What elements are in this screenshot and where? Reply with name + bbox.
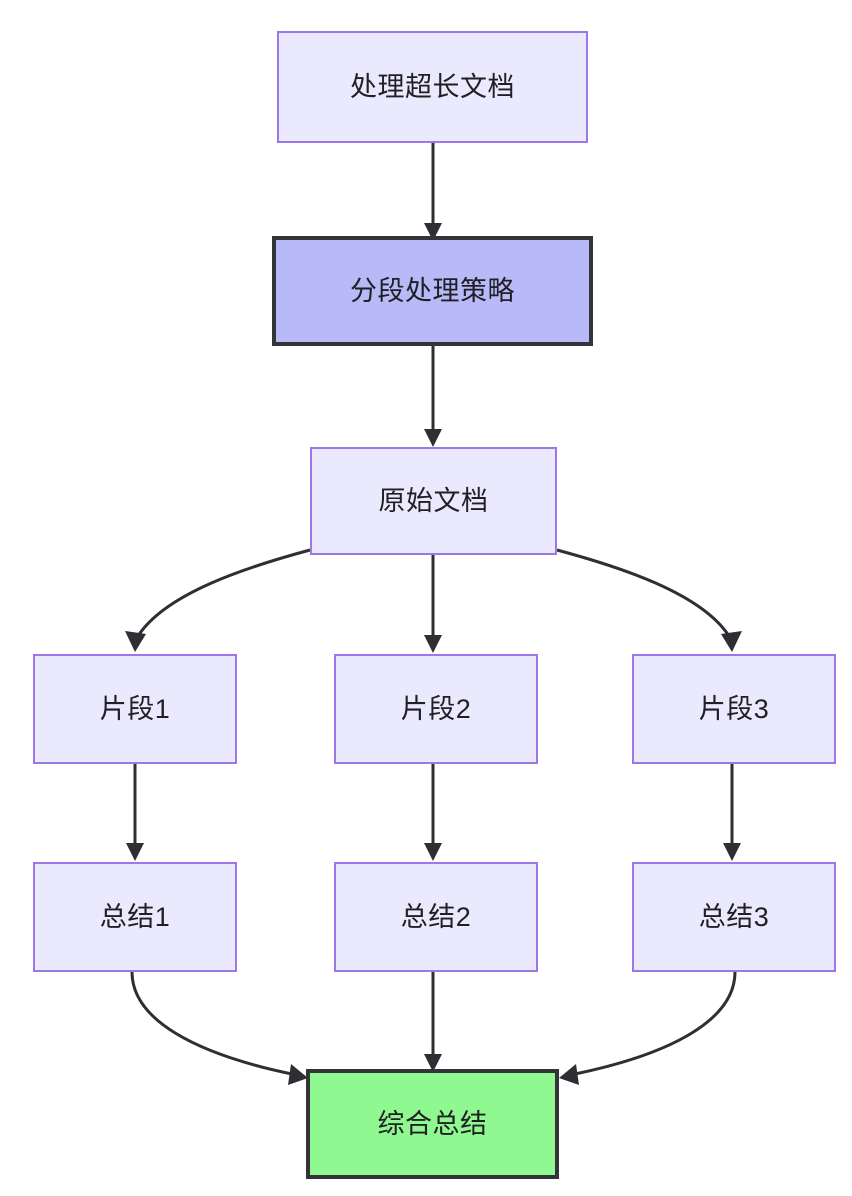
node-original-document[interactable]: 原始文档 [310, 447, 557, 555]
edge-n2-n3 [424, 345, 442, 447]
node-comprehensive-summary[interactable]: 综合总结 [306, 1069, 559, 1179]
edge-n3-n5 [424, 555, 442, 653]
node-summary-1[interactable]: 总结1 [33, 862, 237, 972]
node-summary-3[interactable]: 总结3 [632, 862, 836, 972]
node-fragment-1[interactable]: 片段1 [33, 654, 237, 764]
node-segmented-strategy[interactable]: 分段处理策略 [272, 236, 593, 346]
node-fragment-3[interactable]: 片段3 [632, 654, 836, 764]
node-summary-2[interactable]: 总结2 [334, 862, 538, 972]
edge-n5-n8 [424, 764, 442, 861]
node-process-long-document[interactable]: 处理超长文档 [277, 31, 588, 143]
edge-n3-n6 [556, 548, 742, 652]
edge-n3-n4 [125, 548, 311, 652]
edge-n4-n7 [126, 764, 144, 861]
edge-n1-n2 [424, 143, 442, 241]
node-fragment-2[interactable]: 片段2 [334, 654, 538, 764]
edge-n6-n9 [723, 764, 741, 861]
edge-n9-n10 [559, 971, 737, 1085]
edge-n8-n10 [424, 972, 442, 1072]
edge-n7-n10 [130, 971, 308, 1085]
